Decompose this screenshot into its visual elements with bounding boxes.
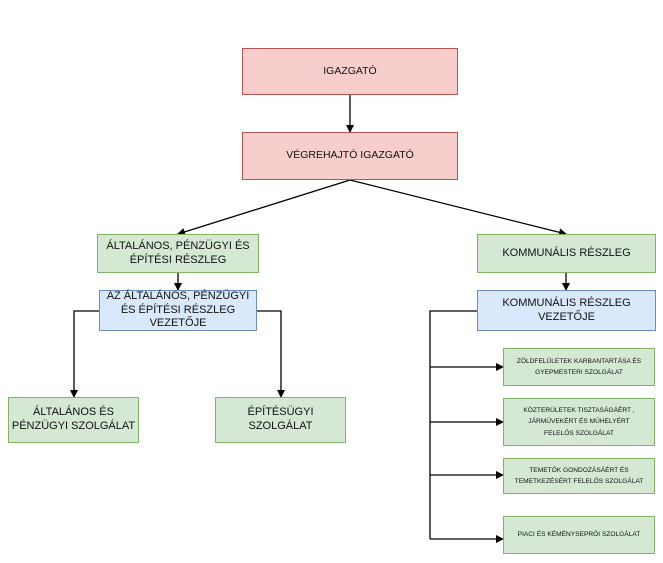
node-green-service-label: ZÖLDFELÜLETEK KARBANTARTÁSA ÉS GYEPMESTE…	[516, 357, 642, 376]
edge-exec-communal	[349, 179, 567, 237]
node-general-head-label: AZ ÁLTALÁNOS, PÉNZÜGYI ÉS ÉPÍTÉSI RÉSZLE…	[106, 289, 250, 330]
node-communal-head-label: KOMMUNÁLIS RÉSZLEG VEZETŐJE	[502, 296, 631, 323]
node-exec-director-label: VÉGREHAJTÓ IGAZGATÓ	[286, 149, 414, 162]
node-general-dept-label: ÁLTALÁNOS, PÉNZÜGYI ÉS ÉPÍTÉSI RÉSZLEG	[106, 239, 250, 266]
node-public-service: KÖZTERÜLETEK TISZTASÁGÁÉRT , JÁRMŰVEKÉRT…	[503, 398, 655, 446]
node-communal-dept: KOMMUNÁLIS RÉSZLEG	[477, 234, 656, 273]
node-director: IGAZGATÓ	[242, 48, 458, 95]
node-general-dept: ÁLTALÁNOS, PÉNZÜGYI ÉS ÉPÍTÉSI RÉSZLEG	[97, 234, 259, 273]
node-building-service: ÉPÍTÉSÜGYI SZOLGÁLAT	[215, 397, 346, 443]
node-public-service-label: KÖZTERÜLETEK TISZTASÁGÁÉRT , JÁRMŰVEKÉRT…	[523, 407, 635, 437]
node-building-service-label: ÉPÍTÉSÜGYI SZOLGÁLAT	[247, 406, 314, 432]
node-communal-dept-label: KOMMUNÁLIS RÉSZLEG	[502, 246, 631, 259]
node-general-service-label: ÁLTALÁNOS ÉS PÉNZÜGYI SZOLGÁLAT	[11, 406, 136, 432]
node-general-service: ÁLTALÁNOS ÉS PÉNZÜGYI SZOLGÁLAT	[8, 397, 139, 443]
edge-head-building-service	[257, 310, 285, 398]
node-market-service-label: PIACI ÉS KÉMÉNYSEPRŐI SZOLGÁLAT	[517, 531, 641, 539]
node-exec-director: VÉGREHAJTÓ IGAZGATÓ	[242, 132, 458, 180]
node-director-label: IGAZGATÓ	[323, 64, 377, 77]
edge-head-general-service	[70, 310, 99, 398]
node-green-service: ZÖLDFELÜLETEK KARBANTARTÁSA ÉS GYEPMESTE…	[503, 348, 655, 386]
node-market-service: PIACI ÉS KÉMÉNYSEPRŐI SZOLGÁLAT	[503, 516, 655, 554]
node-cemetery-service: TEMETŐK GONDOZÁSÁÉRT ÉS TEMETKEZÉSÉRT FE…	[503, 458, 655, 494]
node-communal-head: KOMMUNÁLIS RÉSZLEG VEZETŐJE	[477, 290, 656, 331]
node-general-head: AZ ÁLTALÁNOS, PÉNZÜGYI ÉS ÉPÍTÉSI RÉSZLE…	[99, 290, 257, 331]
edge-communal-trunk	[429, 310, 477, 539]
node-cemetery-service-label: TEMETŐK GONDOZÁSÁÉRT ÉS TEMETKEZÉSÉRT FE…	[514, 466, 644, 485]
edge-exec-general	[177, 179, 351, 236]
